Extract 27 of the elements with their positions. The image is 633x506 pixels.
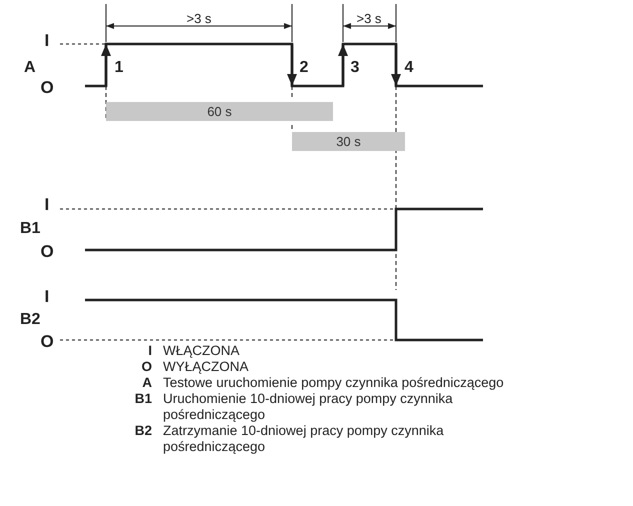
key-symbol: B2 <box>134 423 152 440</box>
key-description: WŁĄCZONA <box>163 343 241 359</box>
key-description: Zatrzymanie 10-dniowej pracy pompy czynnika pośredniczącego <box>163 423 445 455</box>
dimension-label: >3 s <box>356 12 382 24</box>
signal-name: B1 <box>20 221 40 237</box>
state-label: O <box>40 332 54 350</box>
key-symbol: I <box>148 343 152 359</box>
step-number: 2 <box>300 60 308 76</box>
key-description: WYŁĄCZONA <box>163 359 250 375</box>
key-symbol: A <box>142 375 152 391</box>
duration-bar: 60 s <box>106 102 333 121</box>
key-description: Uruchomienie 10-dniowej pracy pompy czynnika pośredniczącego <box>163 391 454 423</box>
state-label: I <box>44 288 50 304</box>
state-label: O <box>40 78 54 96</box>
step-number: 4 <box>404 60 414 76</box>
signal-name: A <box>24 60 36 76</box>
state-label: I <box>44 196 50 212</box>
step-number: 3 <box>350 60 360 76</box>
key-description: Testowe uruchomienie pompy czynnika pośredniczącego <box>163 375 505 391</box>
step-number: 1 <box>114 60 124 76</box>
state-label: O <box>40 242 54 260</box>
state-label: I <box>44 32 50 48</box>
duration-bar: 30 s <box>292 132 405 151</box>
dimension-label: >3 s <box>186 12 212 24</box>
key-symbol: O <box>141 359 152 375</box>
signal-name: B2 <box>20 312 40 328</box>
key-symbol: B1 <box>134 391 152 408</box>
